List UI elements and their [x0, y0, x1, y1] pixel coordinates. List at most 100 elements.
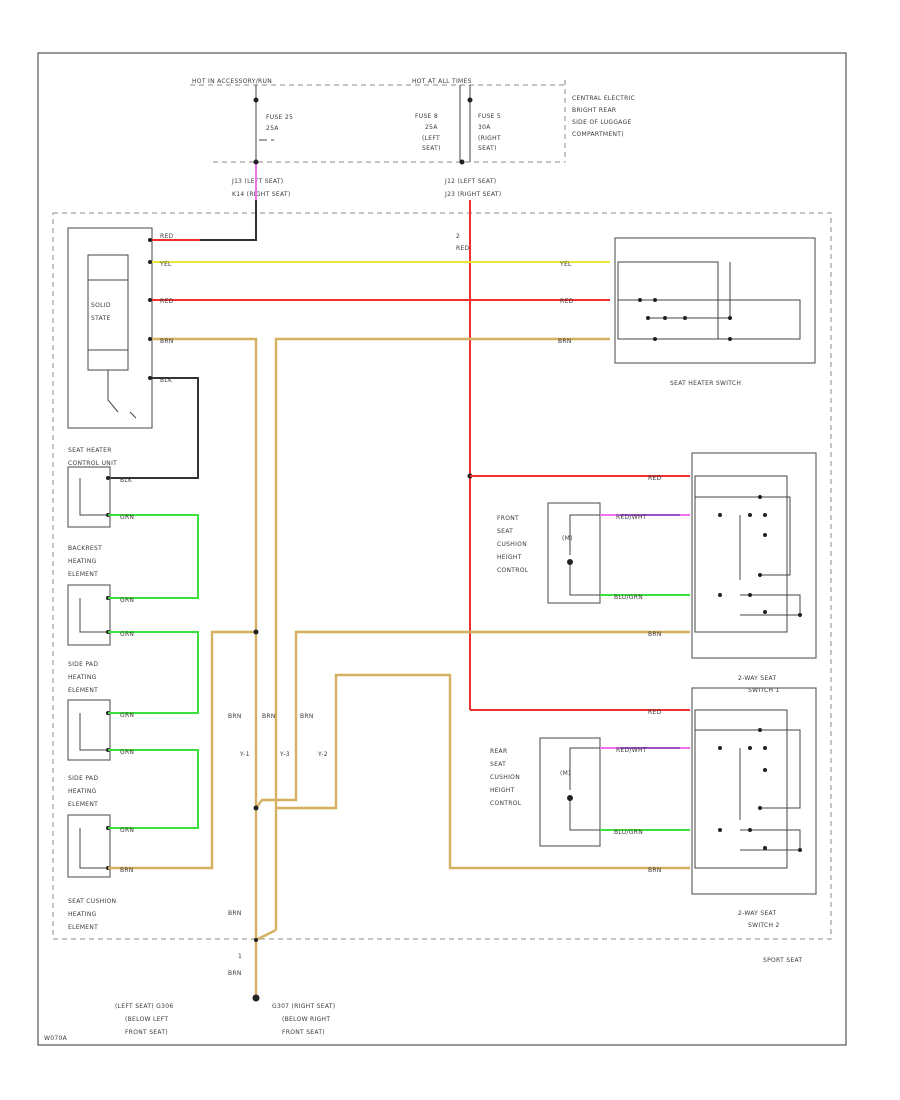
diagram-label: Y-3 — [279, 751, 290, 758]
diagram-label: SIDE OF LUGGAGE — [572, 119, 632, 126]
diagram-label: CUSHION — [497, 541, 527, 548]
diagram-label: HEATING — [68, 911, 97, 918]
diagram-label: SEAT CUSHION — [68, 898, 116, 905]
diagram-label: SOLID — [91, 302, 111, 309]
diagram-label: Y-2 — [317, 751, 328, 758]
diagram-label: YEL — [559, 261, 572, 268]
diagram-label: RED — [560, 298, 574, 305]
diagram-label: FUSE 5 — [478, 113, 501, 120]
diagram-label: ELEMENT — [68, 687, 98, 694]
diagram-label: REAR — [490, 748, 507, 755]
diagram-label: RED — [160, 233, 174, 240]
diagram-label: HEATING — [68, 674, 97, 681]
diagram-label: FUSE 8 — [415, 113, 438, 120]
diagram-label: BLU/GRN — [614, 594, 643, 601]
diagram-label: CONTROL — [497, 567, 529, 574]
diagram-label: BACKREST — [68, 545, 102, 552]
diagram-label: HEATING — [68, 558, 97, 565]
diagram-label: J23 (RIGHT SEAT) — [444, 191, 501, 198]
two-way-seat-switch-1: 2-WAY SEAT SWITCH 1 — [691, 452, 817, 694]
diagram-label: (M) — [562, 535, 573, 542]
diagram-code: W070A — [44, 1035, 68, 1042]
diagram-label: BRN — [300, 713, 314, 720]
front-seat-cushion-height-control: FRONT SEAT CUSHION HEIGHT CONTROL (M) — [497, 502, 601, 604]
diagram-label: FUSE 25 — [266, 114, 293, 121]
diagram-label: FRONT — [497, 515, 519, 522]
diagram-frame — [37, 52, 847, 1046]
diagram-label: GRN — [120, 827, 134, 834]
diagram-label: G307 (RIGHT SEAT) — [272, 1003, 335, 1010]
diagram-label: BRN — [648, 631, 662, 638]
diagram-label: SEAT — [490, 761, 506, 768]
diagram-label: COMPARTMENT) — [572, 131, 624, 138]
diagram-label: CONTROL UNIT — [68, 460, 117, 467]
diagram-label: 25A — [266, 125, 279, 132]
diagram-label: FRONT SEAT) — [125, 1029, 168, 1036]
hot-always-label: HOT AT ALL TIMES — [412, 78, 472, 85]
diagram-label: ELEMENT — [68, 924, 98, 931]
diagram-label: 25A — [425, 124, 438, 131]
backrest-heating-element: BACKREST HEATING ELEMENT — [67, 466, 111, 578]
diagram-label: GRN — [120, 749, 134, 756]
sport-seat-label: SPORT SEAT — [763, 957, 802, 964]
diagram-label: (LEFT SEAT) G306 — [115, 1003, 173, 1010]
diagram-label: CENTRAL ELECTRIC — [572, 95, 635, 102]
diagram-label: RED — [160, 298, 174, 305]
diagram-label: HEATING — [68, 788, 97, 795]
two-way-seat-switch-2: 2-WAY SEAT SWITCH 2 — [691, 687, 817, 929]
diagram-label: SWITCH 1 — [748, 687, 780, 694]
ground-connection: 1 BRN (LEFT SEAT) G306 (BELOW LEFT FRONT… — [115, 928, 335, 1036]
diagram-label: CUSHION — [490, 774, 520, 781]
diagram-label: SEAT) — [478, 145, 497, 152]
seat-heater-switch: SEAT HEATER SWITCH — [614, 237, 816, 387]
diagram-label: FRONT SEAT) — [282, 1029, 325, 1036]
rear-seat-cushion-height-control: REAR SEAT CUSHION HEIGHT CONTROL (M) — [490, 737, 601, 847]
diagram-label: SEAT — [497, 528, 513, 535]
diagram-label: 2 — [456, 233, 460, 240]
diagram-label: BLK — [120, 477, 133, 484]
diagram-label: SWITCH 2 — [748, 922, 780, 929]
diagram-label: ELEMENT — [68, 571, 98, 578]
seat-cushion-heating-element: SEAT CUSHION HEATING ELEMENT — [67, 814, 116, 931]
diagram-label: BRN — [648, 867, 662, 874]
diagram-label: BRN — [228, 970, 242, 977]
diagram-label: Y-1 — [239, 751, 250, 758]
diagram-label: ELEMENT — [68, 801, 98, 808]
diagram-label: (LEFT — [422, 135, 440, 142]
diagram-label: (BELOW RIGHT — [282, 1016, 330, 1023]
diagram-label: GRN — [120, 597, 134, 604]
seat-heater-control-unit: SOLID STATE SEAT HEATER CONTROL UNIT — [67, 227, 153, 467]
diagram-label: GRN — [120, 514, 134, 521]
diagram-label: 30A — [478, 124, 491, 131]
diagram-label: BRN — [228, 713, 242, 720]
diagram-label: BRN — [228, 910, 242, 917]
diagram-label: BRN — [120, 867, 134, 874]
diagram-label: SIDE PAD — [68, 661, 98, 668]
diagram-label: HEIGHT — [490, 787, 515, 794]
diagram-label: BRIGHT REAR — [572, 107, 616, 114]
diagram-label: BLU/GRN — [614, 829, 643, 836]
diagram-label: GRN — [120, 631, 134, 638]
diagram-label: 2-WAY SEAT — [738, 910, 776, 917]
diagram-label: BRN — [558, 338, 572, 345]
diagram-label: CONTROL — [490, 800, 522, 807]
diagram-label: (M) — [560, 770, 571, 777]
diagram-label: (RIGHT — [478, 135, 501, 142]
diagram-label: (BELOW LEFT — [125, 1016, 168, 1023]
sport-seat-region — [52, 212, 832, 940]
power-header: HOT IN ACCESSORY/RUN HOT AT ALL TIMES CE… — [190, 78, 635, 200]
diagram-label: J12 (LEFT SEAT) — [444, 178, 496, 185]
diagram-label: BRN — [160, 338, 174, 345]
diagram-label: SIDE PAD — [68, 775, 98, 782]
diagram-label: RED/WHT — [616, 514, 647, 521]
diagram-label: YEL — [159, 261, 172, 268]
diagram-label: RED — [648, 709, 662, 716]
side-pad-heating-element-2: SIDE PAD HEATING ELEMENT — [67, 699, 111, 808]
diagram-label: J13 (LEFT SEAT) — [231, 178, 283, 185]
diagram-label: RED — [456, 245, 470, 252]
diagram-label: K14 (RIGHT SEAT) — [232, 191, 291, 198]
diagram-label: SEAT HEATER — [68, 447, 112, 454]
diagram-label: HEIGHT — [497, 554, 522, 561]
side-pad-heating-element-1: SIDE PAD HEATING ELEMENT — [67, 584, 111, 694]
